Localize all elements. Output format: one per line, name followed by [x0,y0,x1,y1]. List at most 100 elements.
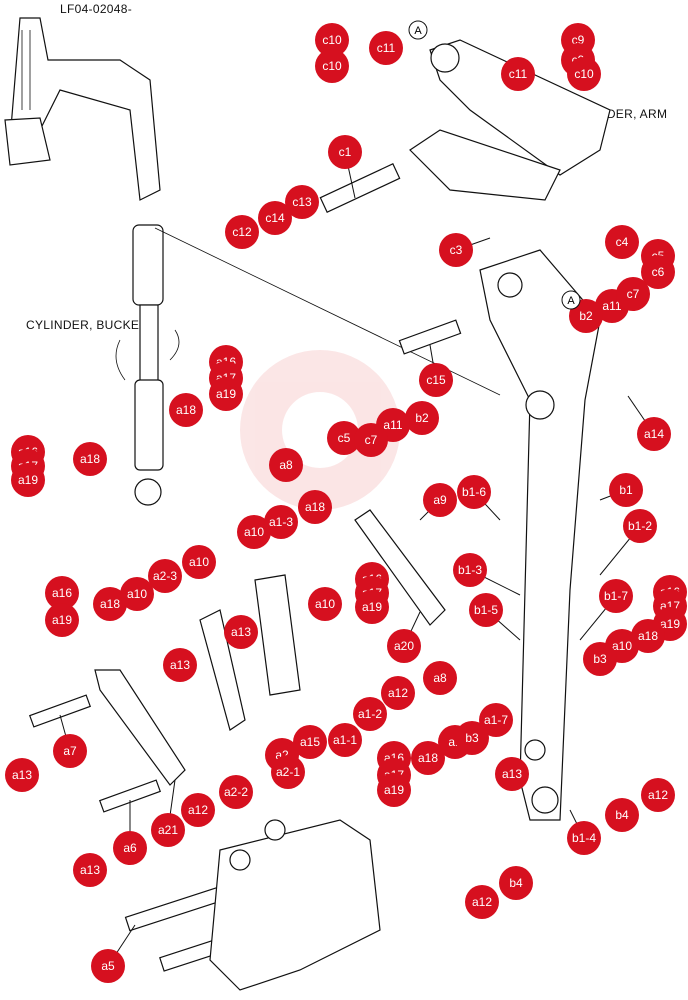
callout-b1-5[interactable]: b1-5 [469,593,503,627]
callout-label: a11 [602,299,621,313]
callout-b4-1[interactable]: b4 [605,798,639,832]
callout-label: a1-1 [333,733,357,747]
callout-a19-1[interactable]: a19 [209,377,243,411]
callout-b1[interactable]: b1 [609,473,643,507]
callout-c3[interactable]: c3 [439,233,473,267]
callout-c10-top[interactable]: c10 [315,23,349,57]
callout-a5[interactable]: a5 [91,949,125,983]
callout-bubble [419,363,453,397]
callout-label: a1-3 [269,515,293,529]
callout-b3-2[interactable]: b3 [455,721,489,755]
callout-a18-2[interactable]: a18 [73,442,107,476]
callout-b1-7[interactable]: b1-7 [599,579,633,613]
callout-bubble [469,593,503,627]
callout-c13[interactable]: c13 [285,185,319,219]
callout-c10-left[interactable]: c10 [315,49,349,83]
callout-a8-bot[interactable]: a8 [423,661,457,695]
callout-a18-4[interactable]: a18 [93,587,127,621]
callout-bubble [453,553,487,587]
callout-c11-right[interactable]: c11 [501,57,535,91]
arm-cylinder [409,39,611,201]
bucket-bracket [209,819,381,991]
callout-a1-7[interactable]: a1-7 [479,703,513,737]
callout-c14[interactable]: c14 [258,201,292,235]
callout-a12-3[interactable]: a12 [641,778,675,812]
callout-bubble [354,423,388,457]
callout-b1-3[interactable]: b1-3 [453,553,487,587]
callout-a10-1[interactable]: a10 [237,515,271,549]
callout-c15[interactable]: c15 [419,363,453,397]
pins [28,163,462,972]
callout-bubble [327,421,361,455]
callout-a16-4[interactable]: a16 [45,576,79,610]
callout-a14[interactable]: a14 [637,417,671,451]
callout-label: b1 [619,483,633,497]
callout-a19-4[interactable]: a19 [45,603,79,637]
callout-label: a9 [433,493,447,507]
callout-a19-2[interactable]: a19 [11,463,45,497]
callout-label: c7 [365,433,378,447]
callout-b3-1[interactable]: b3 [583,642,617,676]
callout-a8-top[interactable]: a8 [269,448,303,482]
callout-a2-3[interactable]: a2-3 [148,559,182,593]
callout-a12-4[interactable]: a12 [465,885,499,919]
callout-a19-3[interactable]: a19 [355,590,389,624]
callout-a18-3[interactable]: a18 [298,490,332,524]
callout-a10-3[interactable]: a10 [308,587,342,621]
callout-a13-2[interactable]: a13 [163,648,197,682]
callout-bubble [439,233,473,267]
callout-a18-5[interactable]: a18 [631,619,665,653]
callout-label: a12 [472,895,492,909]
callout-a2-1[interactable]: a2-1 [271,755,305,789]
callout-c12[interactable]: c12 [225,215,259,249]
callout-a1-2[interactable]: a1-2 [353,697,387,731]
callout-b1-2[interactable]: b1-2 [623,509,657,543]
callout-c4[interactable]: c4 [605,225,639,259]
callout-a6[interactable]: a6 [113,831,147,865]
callout-a1-3[interactable]: a1-3 [264,505,298,539]
callout-a13-1[interactable]: a13 [224,615,258,649]
callout-label: a2-1 [276,765,300,779]
callout-a10-4[interactable]: a10 [120,577,154,611]
callout-a12-1[interactable]: a12 [381,676,415,710]
callout-bubble [120,577,154,611]
callout-label: a8 [279,458,293,472]
callout-c5-mid[interactable]: c5 [327,421,361,455]
callout-a21[interactable]: a21 [151,813,185,847]
excavator-thumbnail [4,17,161,201]
callout-label: a12 [388,686,408,700]
callout-a19-6[interactable]: a19 [377,773,411,807]
bucket-cylinder [115,224,501,506]
callout-a13-3[interactable]: a13 [5,758,39,792]
callout-a20[interactable]: a20 [387,629,421,663]
callout-a12-2[interactable]: a12 [181,793,215,827]
callout-a15[interactable]: a15 [293,725,327,759]
callout-a18-1[interactable]: a18 [169,393,203,427]
callout-a2-2[interactable]: a2-2 [219,775,253,809]
callout-a1-1[interactable]: a1-1 [328,723,362,757]
callout-bubble [569,299,603,333]
callout-c7-mid[interactable]: c7 [354,423,388,457]
callout-c7-top[interactable]: c7 [616,277,650,311]
callout-bubble [501,57,535,91]
callout-a9[interactable]: a9 [423,483,457,517]
callout-b4-2[interactable]: b4 [499,866,533,900]
callout-b1-6[interactable]: b1-6 [457,475,491,509]
callout-label: a13 [12,768,32,782]
callout-c1[interactable]: c1 [328,135,362,169]
callout-c10-right[interactable]: c10 [567,57,601,91]
callout-a7[interactable]: a7 [53,734,87,768]
callout-bubble [495,757,529,791]
callout-bubble [465,885,499,919]
callout-a13-4[interactable]: a13 [495,757,529,791]
callout-a10-2[interactable]: a10 [182,545,216,579]
callout-b1-4[interactable]: b1-4 [567,821,601,855]
callout-a13-5[interactable]: a13 [73,853,107,887]
callout-c11-left[interactable]: c11 [369,31,403,65]
callout-label: b1-3 [458,563,482,577]
callout-c6[interactable]: c6 [641,255,675,289]
callout-bubble [616,277,650,311]
callout-b2-top[interactable]: b2 [569,299,603,333]
callout-b2-mid[interactable]: b2 [405,401,439,435]
callout-a18-6[interactable]: a18 [411,741,445,775]
